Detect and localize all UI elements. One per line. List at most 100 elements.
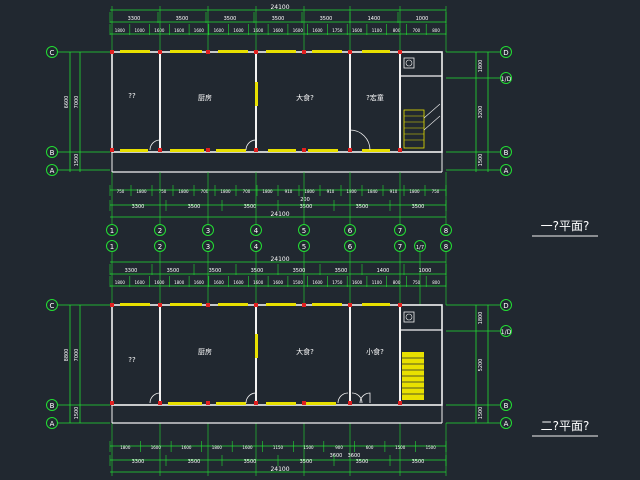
plan1-top-detail-dim: 1100: [372, 28, 383, 33]
plan2-top-detail-dim: 1600: [154, 280, 165, 285]
plan1-column: [398, 148, 402, 152]
plan1-column-axis-bubble: [394, 224, 406, 236]
plan2-column: [206, 401, 210, 405]
plan2-top-detail-dim: 800: [393, 280, 401, 285]
plan2-top-detail-dim: 800: [432, 280, 440, 285]
plan1-top-bay-dim: 3500: [176, 16, 189, 22]
plan2-column-axis-label: 7: [398, 243, 402, 251]
plan1-bottom-detail-dim: 1800: [220, 189, 231, 194]
plan1-top-detail-dim: 1600: [273, 28, 284, 33]
plan1-axis-bubble-a-right: [500, 164, 512, 176]
plan1-window: [312, 50, 342, 53]
plan2-window: [120, 303, 150, 306]
plan1-column: [206, 50, 210, 54]
plan1-column: [302, 50, 306, 54]
plan2-top-detail-dim: 1600: [312, 280, 323, 285]
plan2-axis-bubble-b-right: [500, 399, 512, 411]
plan1-bottom-detail-dim: 1800: [136, 189, 147, 194]
plan1-bottom-detail-dim: 1800: [178, 189, 189, 194]
plan1-columns: [110, 50, 402, 152]
plan2-bottom-detail-dim: 1600: [181, 445, 192, 450]
plan1-column: [110, 50, 114, 54]
plan2-column: [302, 401, 306, 405]
plan2-window: [216, 402, 246, 405]
plan2-column: [110, 401, 114, 405]
plan1-door: [245, 139, 257, 151]
plan2-bottom-mid-2: 3600: [348, 453, 361, 459]
plan1-bottom-detail-dim: 1840: [367, 189, 378, 194]
plan1-bottom-detail-dim: 750: [159, 189, 167, 194]
plan2-room-4: 小食?: [366, 347, 384, 356]
plan2-column: [348, 401, 352, 405]
plan1-top-detail-dim: 800: [432, 28, 440, 33]
plan1-bottom-detail-dim: 910: [285, 189, 293, 194]
plan2-wc-fixture: [403, 311, 415, 323]
plan1-left-dim-1: 7000: [74, 96, 80, 109]
plan2-column-axis-label: 2: [158, 243, 162, 251]
plan2-window: [266, 303, 296, 306]
plan1-top-detail-dim: 1600: [154, 28, 165, 33]
plan1-axis-bubble-a: [46, 164, 58, 176]
plan2-column: [398, 303, 402, 307]
plan2-top-detail-dim: 1600: [352, 280, 363, 285]
plan2-bottom-detail-dim: 900: [335, 445, 343, 450]
plan1-top-bay-dim: 3500: [272, 16, 285, 22]
plan1-window: [268, 149, 296, 152]
plan2-top-detail-dim: 1600: [214, 280, 225, 285]
plan1-column-axis-bubble: [298, 224, 310, 236]
plan2-column-axis-bubble: [106, 240, 118, 252]
plan1-top-detail-dim: 1600: [312, 28, 323, 33]
plan2-top-detail-dim: 1800: [115, 280, 126, 285]
plan2-door: [149, 392, 161, 404]
plan2-column: [110, 303, 114, 307]
plan1-room-2: 厨房: [198, 93, 212, 102]
plan2-axis-bubble-d: [500, 299, 512, 311]
plan1-column-axis-label: 3: [206, 227, 210, 235]
plan2-room-1: ??: [128, 356, 136, 364]
plan2-column: [348, 303, 352, 307]
plan2-axis-label-b-right: B: [504, 402, 509, 410]
plan1-bottom-bay-dim: 3500: [300, 204, 313, 210]
plan1-top-bay-dim: 1400: [368, 16, 381, 22]
plan2-window: [255, 334, 258, 358]
plan1-window: [216, 149, 246, 152]
plan1-column: [158, 148, 162, 152]
plan1-room-3: 大食?: [296, 93, 314, 102]
plan2-axis-bubble-b: [46, 399, 58, 411]
plan1-left-dim-2: 6600: [64, 96, 70, 109]
plan2-top-detail-dim: 1500: [293, 280, 304, 285]
plan1-stair-flight: [423, 103, 441, 131]
plan1-top-detail-dim: 1600: [233, 28, 244, 33]
plan1-bottom-detail-dim: 1800: [346, 189, 357, 194]
plan2-window: [362, 303, 390, 306]
plan2-window: [170, 303, 202, 306]
plan2-bottom-bay-dim: 3500: [412, 459, 425, 465]
plan1-top-bay-dim: 3500: [320, 16, 333, 22]
plan2-bottom-detail-dim: 1800: [212, 445, 223, 450]
plan1-door: [349, 129, 371, 151]
plan1-window: [308, 149, 338, 152]
plan2-bottom-detail-dim: 1600: [242, 445, 253, 450]
plan1-bottom-detail-dim: 1800: [262, 189, 273, 194]
plan1-bottom-bay-dim: 3500: [356, 204, 369, 210]
plan2-column-axis-bubble: [154, 240, 166, 252]
plan2-axis-bubble-a: [46, 417, 58, 429]
plan2-column: [254, 303, 258, 307]
plan1-axis-label-c: C: [50, 49, 55, 57]
plan2-right-dim-3: 1500: [478, 407, 484, 420]
plan2-axis-bubble-c: [46, 299, 58, 311]
plan1-window: [120, 149, 148, 152]
plan2-top-bay-dim: 3300: [125, 268, 138, 274]
plan1-bottom-detail-dim: 750: [432, 189, 440, 194]
plan2-column-axis-bubble: [344, 240, 356, 252]
plan1-room-1: ??: [128, 92, 136, 100]
plan2-bottom-overall-label: 24100: [270, 466, 289, 473]
plan2-window: [218, 303, 248, 306]
plan1-stair-treads: [404, 115, 424, 141]
plan2-stair-treads: [402, 357, 424, 395]
plan2-title: 二?平面?: [541, 419, 590, 433]
plan1-column-axis-label: 4: [254, 227, 259, 235]
plan2-axis-label-d: D: [503, 302, 508, 310]
plan1-top-detail-dim: 700: [413, 28, 421, 33]
